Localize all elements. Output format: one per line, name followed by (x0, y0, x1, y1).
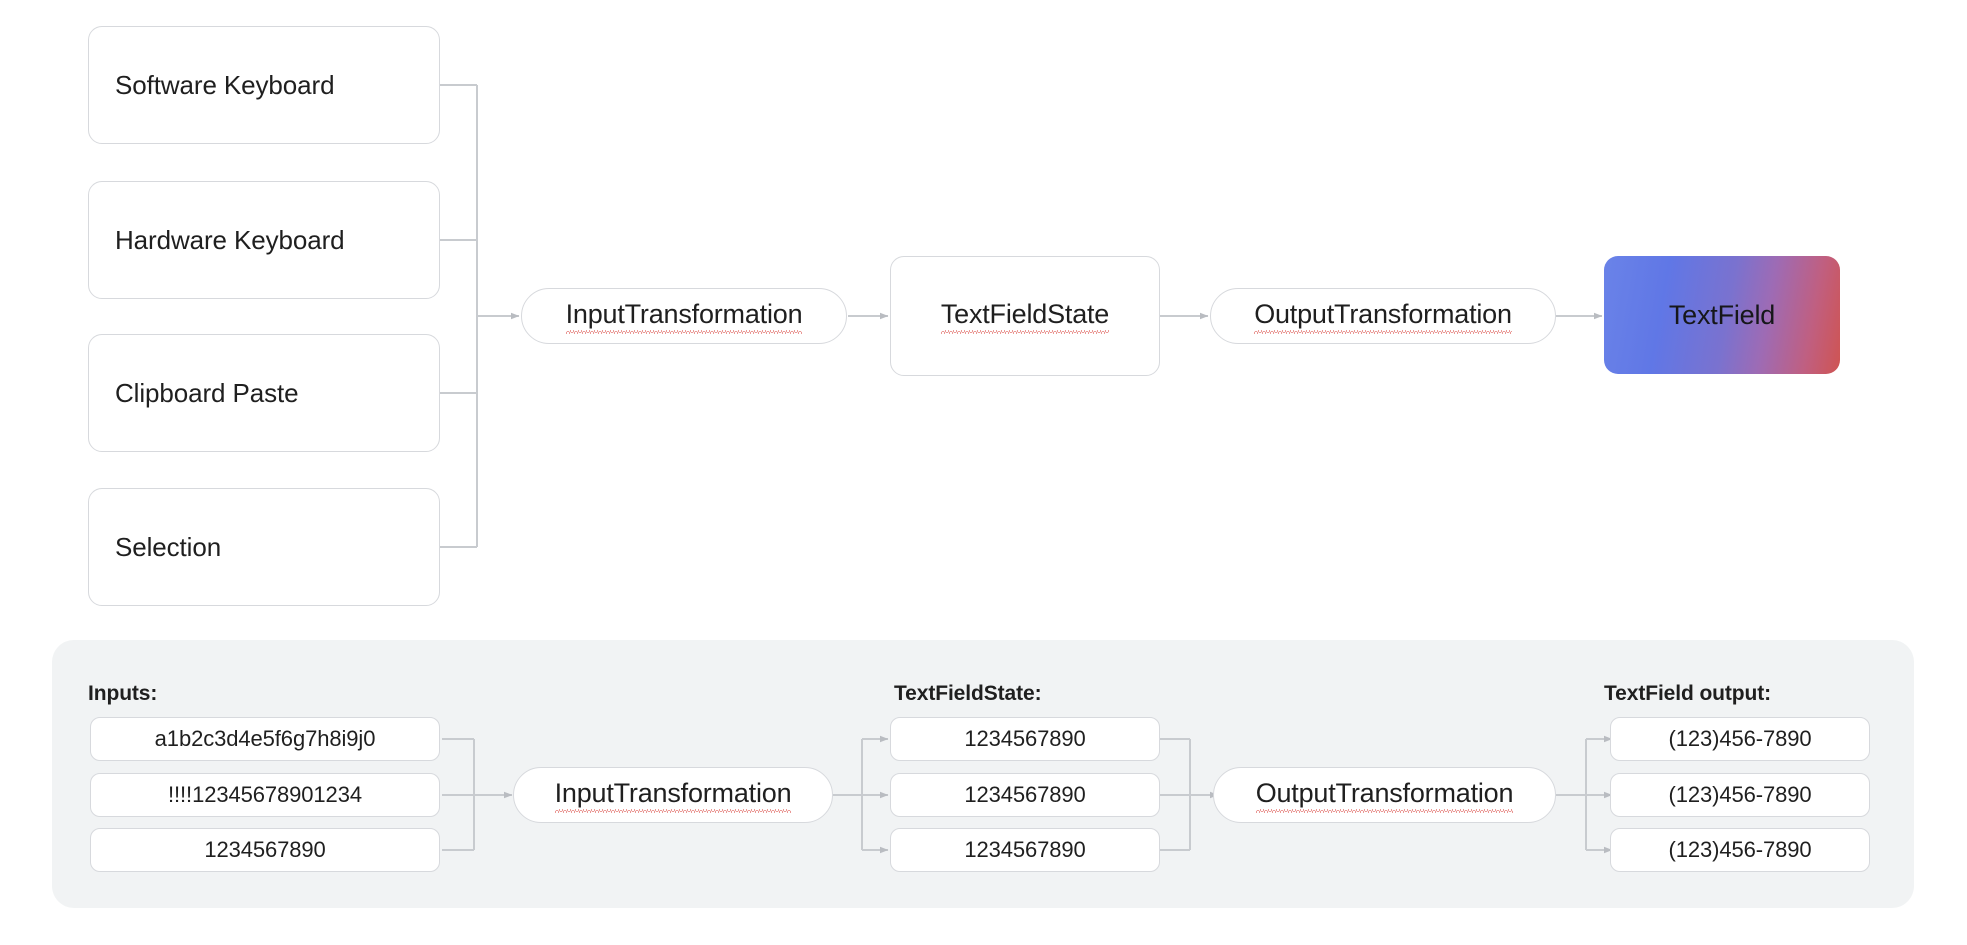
value-text: a1b2c3d4e5f6g7h8i9j0 (154, 726, 376, 751)
node-input-transformation[interactable]: InputTransformation (521, 288, 847, 344)
example-node-output-transformation[interactable]: OutputTransformation (1213, 767, 1556, 823)
example-output-value[interactable]: (123)456-7890 (1610, 773, 1870, 817)
example-output-value[interactable]: (123)456-7890 (1610, 717, 1870, 761)
value-text: 1234567890 (964, 837, 1086, 862)
node-label: InputTransformation (565, 299, 803, 334)
value-text: 1234567890 (204, 837, 326, 862)
node-textfield[interactable]: TextField (1604, 256, 1840, 374)
value-text: !!!!12345678901234 (168, 782, 362, 807)
value-text: 1234567890 (964, 726, 1086, 751)
node-textfield-state[interactable]: TextFieldState (890, 256, 1160, 376)
example-node-input-transformation[interactable]: InputTransformation (513, 767, 833, 823)
example-header-inputs: Inputs: (88, 682, 158, 705)
source-box-selection[interactable]: Selection (88, 488, 440, 606)
example-state-value[interactable]: 1234567890 (890, 828, 1160, 872)
source-label: Clipboard Paste (115, 377, 299, 408)
example-state-value[interactable]: 1234567890 (890, 773, 1160, 817)
source-label: Hardware Keyboard (115, 224, 345, 255)
node-label: InputTransformation (554, 778, 792, 813)
example-input-value[interactable]: 1234567890 (90, 828, 440, 872)
source-box-hardware-keyboard[interactable]: Hardware Keyboard (88, 181, 440, 299)
node-label: TextField (1668, 299, 1776, 330)
example-input-value[interactable]: !!!!12345678901234 (90, 773, 440, 817)
node-label: TextFieldState (940, 299, 1110, 334)
source-label: Selection (115, 531, 222, 562)
example-output-value[interactable]: (123)456-7890 (1610, 828, 1870, 872)
node-label: OutputTransformation (1254, 299, 1512, 334)
example-input-value[interactable]: a1b2c3d4e5f6g7h8i9j0 (90, 717, 440, 761)
node-label: OutputTransformation (1255, 778, 1514, 813)
source-box-clipboard-paste[interactable]: Clipboard Paste (88, 334, 440, 452)
value-text: 1234567890 (964, 782, 1086, 807)
example-state-value[interactable]: 1234567890 (890, 717, 1160, 761)
source-box-software-keyboard[interactable]: Software Keyboard (88, 26, 440, 144)
node-output-transformation[interactable]: OutputTransformation (1210, 288, 1556, 344)
example-header-textfield-output: TextField output: (1604, 682, 1772, 705)
value-text: (123)456-7890 (1668, 782, 1812, 807)
example-header-textfieldstate: TextFieldState: (894, 682, 1042, 705)
value-text: (123)456-7890 (1668, 726, 1812, 751)
value-text: (123)456-7890 (1668, 837, 1812, 862)
source-label: Software Keyboard (115, 69, 335, 100)
